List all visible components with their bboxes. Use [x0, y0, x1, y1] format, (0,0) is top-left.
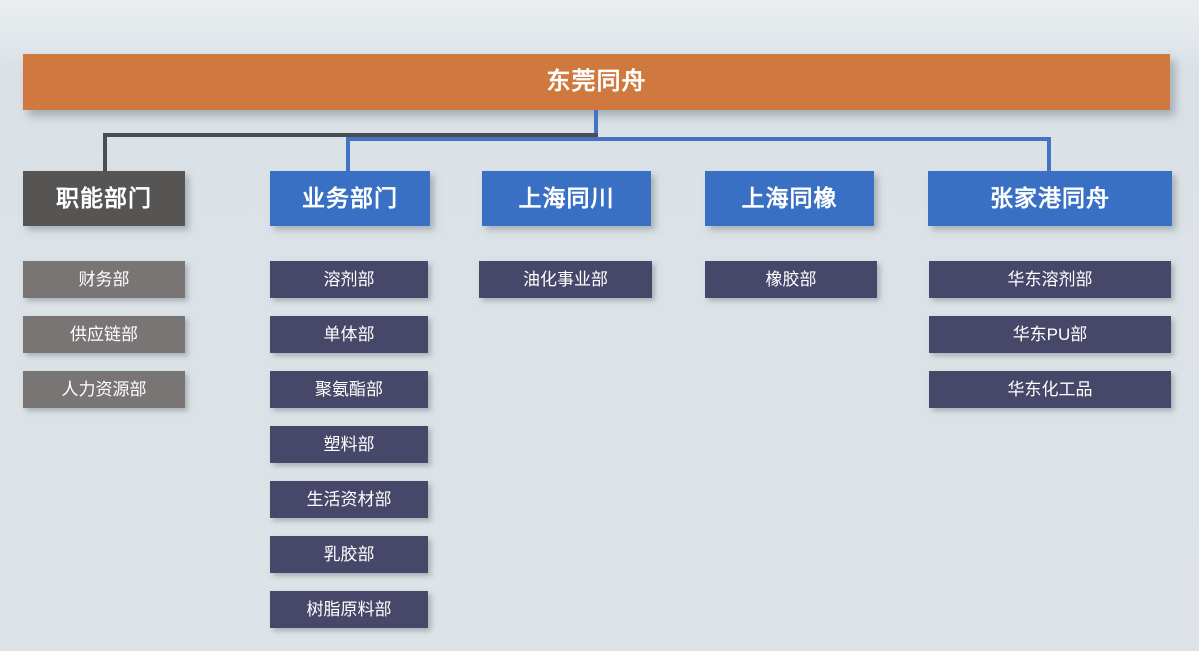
node-plastics-dept: 塑料部 — [270, 426, 428, 463]
node-finance-dept: 财务部 — [23, 261, 185, 298]
connector-business-drop — [346, 137, 350, 171]
connector-zhangjiagang-drop — [1047, 137, 1051, 171]
branch-header-shanghai-tongchuan: 上海同川 — [482, 171, 651, 226]
node-latex-dept: 乳胶部 — [270, 536, 428, 573]
branch-header-business: 业务部门 — [270, 171, 430, 226]
org-root-node: 东莞同舟 — [23, 54, 1170, 110]
connector-left-horizontal — [103, 133, 598, 137]
branch-header-shanghai-tongxiang: 上海同橡 — [705, 171, 874, 226]
node-oil-chem-division: 油化事业部 — [479, 261, 652, 298]
node-polyurethane-dept: 聚氨酯部 — [270, 371, 428, 408]
node-rubber-dept: 橡胶部 — [705, 261, 877, 298]
node-supply-chain-dept: 供应链部 — [23, 316, 185, 353]
branch-header-functional: 职能部门 — [23, 171, 185, 226]
node-east-china-chemicals: 华东化工品 — [929, 371, 1171, 408]
node-hr-dept: 人力资源部 — [23, 371, 185, 408]
node-resin-materials-dept: 树脂原料部 — [270, 591, 428, 628]
branch-header-zhangjiagang-tongzhou: 张家港同舟 — [928, 171, 1172, 226]
connector-right-horizontal — [346, 137, 1051, 141]
node-living-materials-dept: 生活资材部 — [270, 481, 428, 518]
connector-root-vertical — [594, 110, 598, 141]
node-east-china-pu-dept: 华东PU部 — [929, 316, 1171, 353]
node-monomer-dept: 单体部 — [270, 316, 428, 353]
connector-functional-drop — [103, 133, 107, 171]
node-east-china-solvent-dept: 华东溶剂部 — [929, 261, 1171, 298]
node-solvent-dept: 溶剂部 — [270, 261, 428, 298]
